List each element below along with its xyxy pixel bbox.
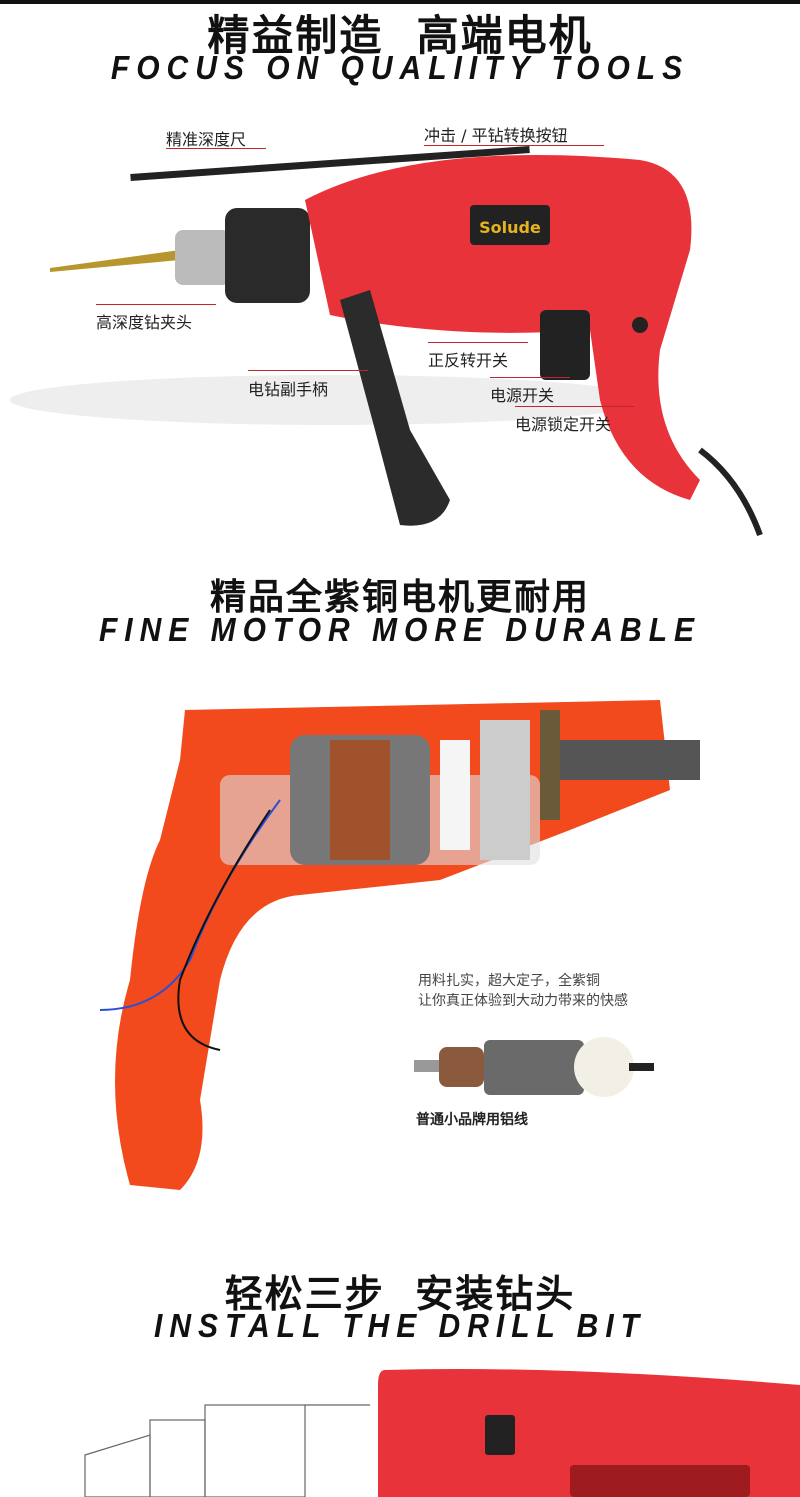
label-aux-handle: 电钻副手柄: [248, 380, 329, 399]
leader-line: [490, 377, 570, 378]
brand-logo: Solude: [479, 218, 541, 237]
motor-housing-image: [99, 700, 700, 1190]
section3-subtitle: INSTALL THE DRILL BIT: [154, 1308, 646, 1345]
leader-line: [515, 406, 635, 407]
top-border: [0, 0, 800, 4]
label-lock-switch: 电源锁定开关: [515, 415, 612, 434]
section3-title: 轻松三步 安装钻头: [224, 1272, 576, 1316]
motor-note-line2: 让你真正体验到大动力带来的快感: [418, 993, 628, 1009]
section2-subtitle: FINE MOTOR MORE DURABLE: [98, 612, 702, 649]
armature-image: [414, 1037, 654, 1097]
label-reverse-switch: 正反转开关: [428, 351, 509, 370]
leader-line: [166, 148, 266, 149]
section2-title: 精品全紫铜电机更耐用: [209, 577, 590, 618]
motor-note-line1: 用料扎实，超大定子，全紫铜: [418, 973, 600, 989]
label-mode-switch: 冲击 / 平钻转换按钮: [424, 126, 568, 145]
leader-line: [424, 145, 604, 146]
section1-subtitle: FOCUS ON QUALIITY TOOLS: [110, 50, 690, 87]
leader-line: [248, 370, 368, 371]
label-chuck: 高深度钻夹头: [96, 313, 193, 332]
impact-drill-image: Solude: [10, 146, 763, 537]
label-power-switch: 电源开关: [490, 386, 555, 405]
leader-line: [428, 342, 528, 343]
label-depth-gauge: 精准深度尺: [166, 130, 247, 149]
section1-title: 精益制造 高端电机: [207, 11, 593, 60]
armature-caption: 普通小品牌用铝线: [416, 1112, 528, 1128]
install-drill-image: [84, 1369, 800, 1497]
leader-line: [96, 304, 216, 305]
